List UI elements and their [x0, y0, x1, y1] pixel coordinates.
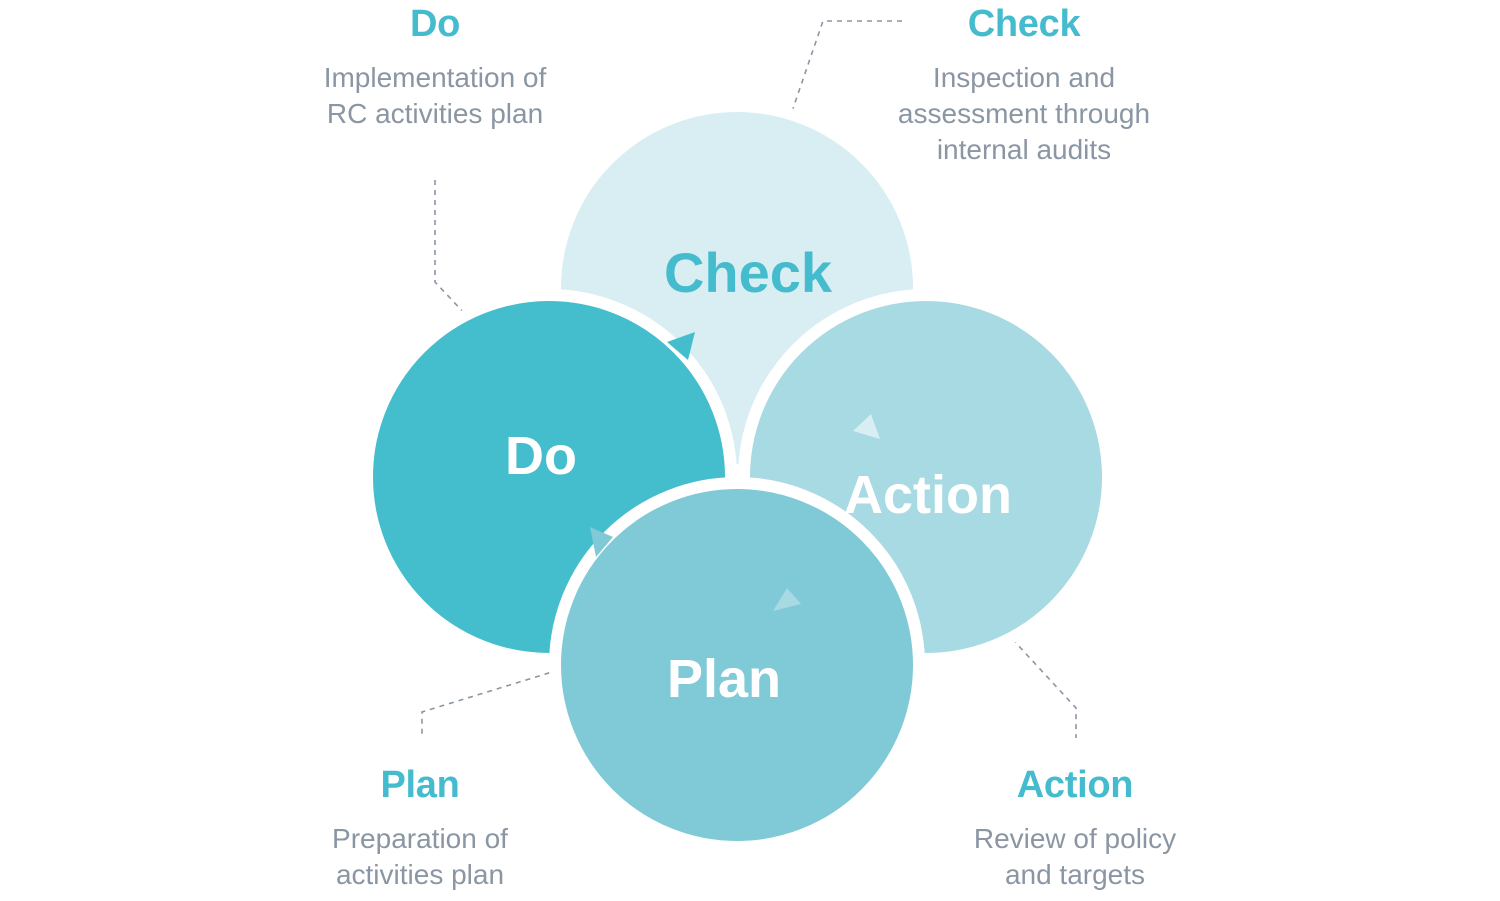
caption-do-title: Do	[409, 3, 461, 45]
caption-action: Action Review of policy and targets	[925, 763, 1225, 893]
cycle-arrows	[590, 332, 880, 611]
circle-label-action: Action	[844, 465, 1012, 525]
caption-action-line: Review of policy	[973, 823, 1177, 854]
caption-plan-title: Plan	[380, 764, 460, 806]
caption-check-line: Inspection and	[932, 62, 1116, 93]
leader-lines	[421, 20, 1077, 738]
caption-action-title: Action	[1016, 764, 1134, 806]
arrow-action-to-plan	[773, 588, 801, 611]
caption-check-line: internal audits	[936, 134, 1112, 165]
caption-plan-line: Preparation of	[332, 823, 508, 854]
circle-plan	[549, 477, 925, 853]
caption-plan-description: Preparation of activities plan	[270, 821, 570, 893]
caption-check-title: Check	[967, 3, 1081, 45]
cycle-circles	[361, 100, 1114, 853]
caption-check: Check Inspection and assessment through …	[854, 2, 1194, 168]
arrow-plan-to-do	[590, 527, 613, 557]
arrow-do-to-check	[667, 332, 695, 360]
caption-plan-line: activities plan	[335, 859, 505, 890]
caption-do-line: Implementation of	[323, 62, 547, 93]
caption-do: Do Implementation of RC activities plan	[285, 2, 585, 132]
caption-action-line: and targets	[1004, 859, 1146, 890]
caption-do-description: Implementation of RC activities plan	[285, 60, 585, 132]
caption-check-line: assessment through	[897, 98, 1151, 129]
caption-plan: Plan Preparation of activities plan	[270, 763, 570, 893]
caption-action-description: Review of policy and targets	[925, 821, 1225, 893]
caption-do-line: RC activities plan	[326, 98, 544, 129]
circle-label-check: Check	[664, 241, 833, 304]
leader-line-plan	[421, 663, 579, 738]
leader-line-action	[991, 616, 1077, 738]
caption-check-description: Inspection and assessment through intern…	[854, 60, 1194, 168]
circle-label-plan: Plan	[667, 649, 781, 709]
leader-line-do	[434, 180, 484, 334]
circle-label-do: Do	[505, 426, 577, 486]
arrow-check-to-action	[853, 414, 880, 439]
